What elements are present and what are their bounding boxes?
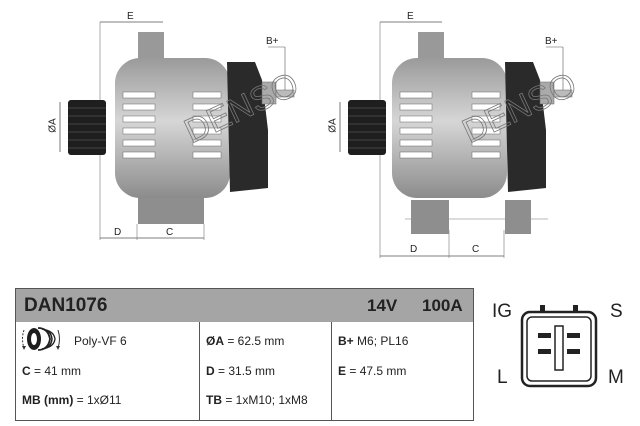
alternator-illustration: DENSO [59, 21, 305, 240]
dim-label-e: E [407, 11, 414, 22]
spec-tb: TB = 1xM10; 1xM8 [206, 393, 308, 407]
dim-label-d: D [410, 244, 418, 255]
dim-label-c: C [472, 244, 480, 255]
terminal-l-label: L [497, 367, 508, 388]
dim-label-b-plus: B+ [266, 36, 279, 47]
alternator-illustration: DENSO [339, 21, 583, 258]
dim-label-d: D [114, 227, 122, 238]
pulley-type: Poly-VF 6 [74, 334, 127, 348]
terminal-s-label: S [610, 301, 623, 322]
spec-table: DAN1076 14V 100A Poly-VF 6 C = 41 mm MB … [15, 288, 474, 421]
amperage: 100A [422, 296, 463, 315]
spec-d: D = 31.5 mm [206, 364, 276, 378]
spec-column-1: Poly-VF 6 C = 41 mm MB (mm) = 1xØ11 [16, 322, 200, 420]
pulley-rotation-icon [22, 327, 60, 351]
spec-mb: MB (mm) = 1xØ11 [22, 393, 122, 407]
spec-c: C = 41 mm [22, 364, 82, 378]
dim-label-b-plus: B+ [545, 36, 558, 47]
alternator-drawing-left: DENSO E B+ ØA D C [0, 0, 320, 270]
terminal-m-label: M [608, 367, 624, 388]
alternator-drawing-right: DENSO E B+ ØA D C [320, 0, 640, 270]
spec-column-2: ØA = 62.5 mm D = 31.5 mm TB = 1xM10; 1xM… [200, 322, 332, 420]
dim-label-dia-a: ØA [327, 118, 339, 133]
spec-b-plus: B+ M6; PL16 [338, 334, 409, 348]
spec-e: E = 47.5 mm [338, 364, 407, 378]
part-number: DAN1076 [24, 295, 108, 316]
connector-diagram: IG S L M [480, 285, 640, 426]
dim-label-e: E [127, 11, 134, 22]
dim-label-c: C [166, 227, 174, 238]
dim-label-dia-a: ØA [47, 118, 59, 133]
connector-plug-icon [520, 305, 598, 388]
spec-column-3: B+ M6; PL16 E = 47.5 mm [332, 322, 473, 420]
terminal-ig-label: IG [492, 301, 513, 322]
spec-a: ØA = 62.5 mm [206, 334, 285, 348]
voltage: 14V [367, 296, 398, 315]
spec-header: DAN1076 14V 100A [16, 289, 473, 322]
